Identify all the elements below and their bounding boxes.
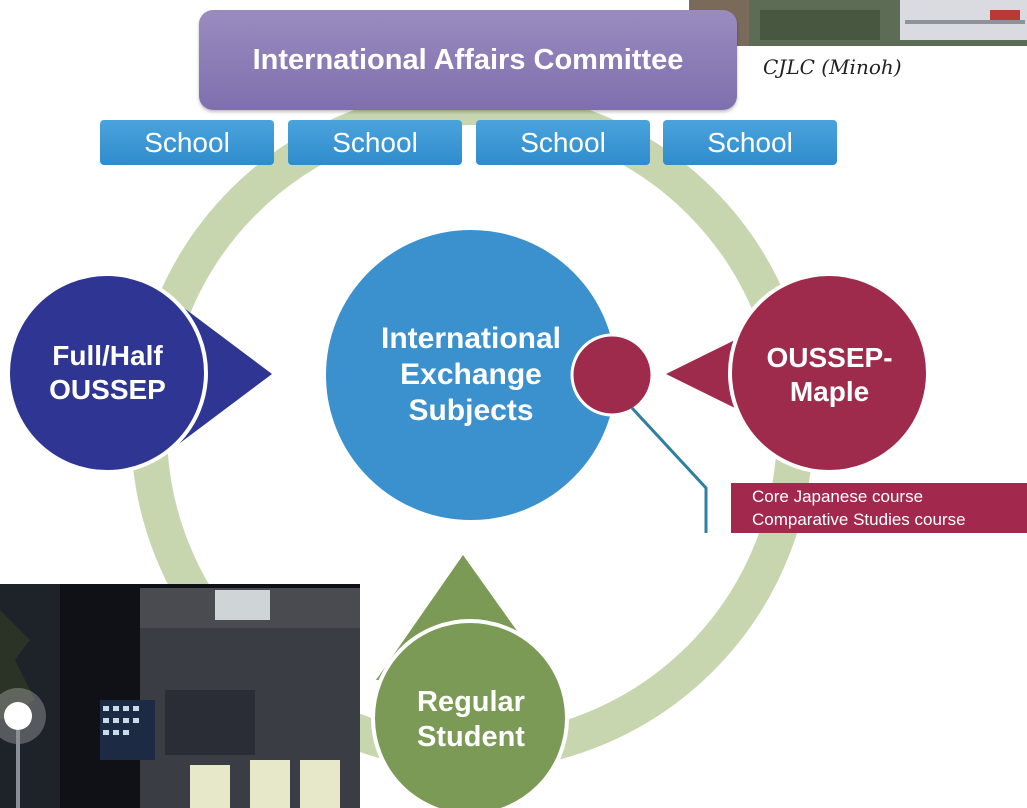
maple-connector-node: [570, 333, 654, 417]
bottom-node-label: Regular Student: [380, 680, 562, 760]
center-label-line: Exchange: [400, 358, 542, 391]
school-box-2: School: [288, 120, 462, 165]
right-label-line: Maple: [789, 375, 870, 407]
committee-box: International Affairs Committee: [199, 10, 737, 110]
school-label: School: [144, 126, 230, 158]
school-label: School: [332, 126, 418, 158]
course-item: Comparative Studies course: [752, 510, 966, 529]
school-label: School: [707, 126, 793, 158]
left-circle: [6, 272, 208, 474]
school-box-4: School: [663, 120, 837, 165]
bottom-circle: [371, 619, 569, 808]
connector-line: [630, 406, 708, 533]
committee-label: International Affairs Committee: [252, 43, 684, 76]
left-node-label: Full/Half OUSSEP: [20, 335, 195, 410]
center-label-line: Subjects: [408, 394, 534, 427]
campus-night-photo: [0, 584, 360, 808]
bottom-label-line: Student: [417, 721, 525, 753]
left-label-line: Full/Half: [52, 339, 163, 371]
left-label-line: OUSSEP: [49, 373, 166, 405]
photo-caption: CJLC (Minoh): [763, 55, 902, 79]
bottom-label-line: Regular: [417, 686, 525, 719]
center-label: International Exchange Subjects: [340, 315, 602, 435]
right-node-label: OUSSEP- Maple: [742, 337, 917, 412]
course-item: Core Japanese course: [752, 487, 924, 506]
school-box-1: School: [100, 120, 274, 165]
course-list-box: Core Japanese course Comparative Studies…: [731, 483, 1027, 533]
cjlc-photo: [689, 0, 1027, 46]
school-label: School: [520, 126, 606, 158]
center-label-line: International: [380, 322, 561, 355]
right-label-line: OUSSEP-: [766, 341, 893, 373]
right-circle: [728, 272, 930, 474]
school-box-3: School: [476, 120, 650, 165]
